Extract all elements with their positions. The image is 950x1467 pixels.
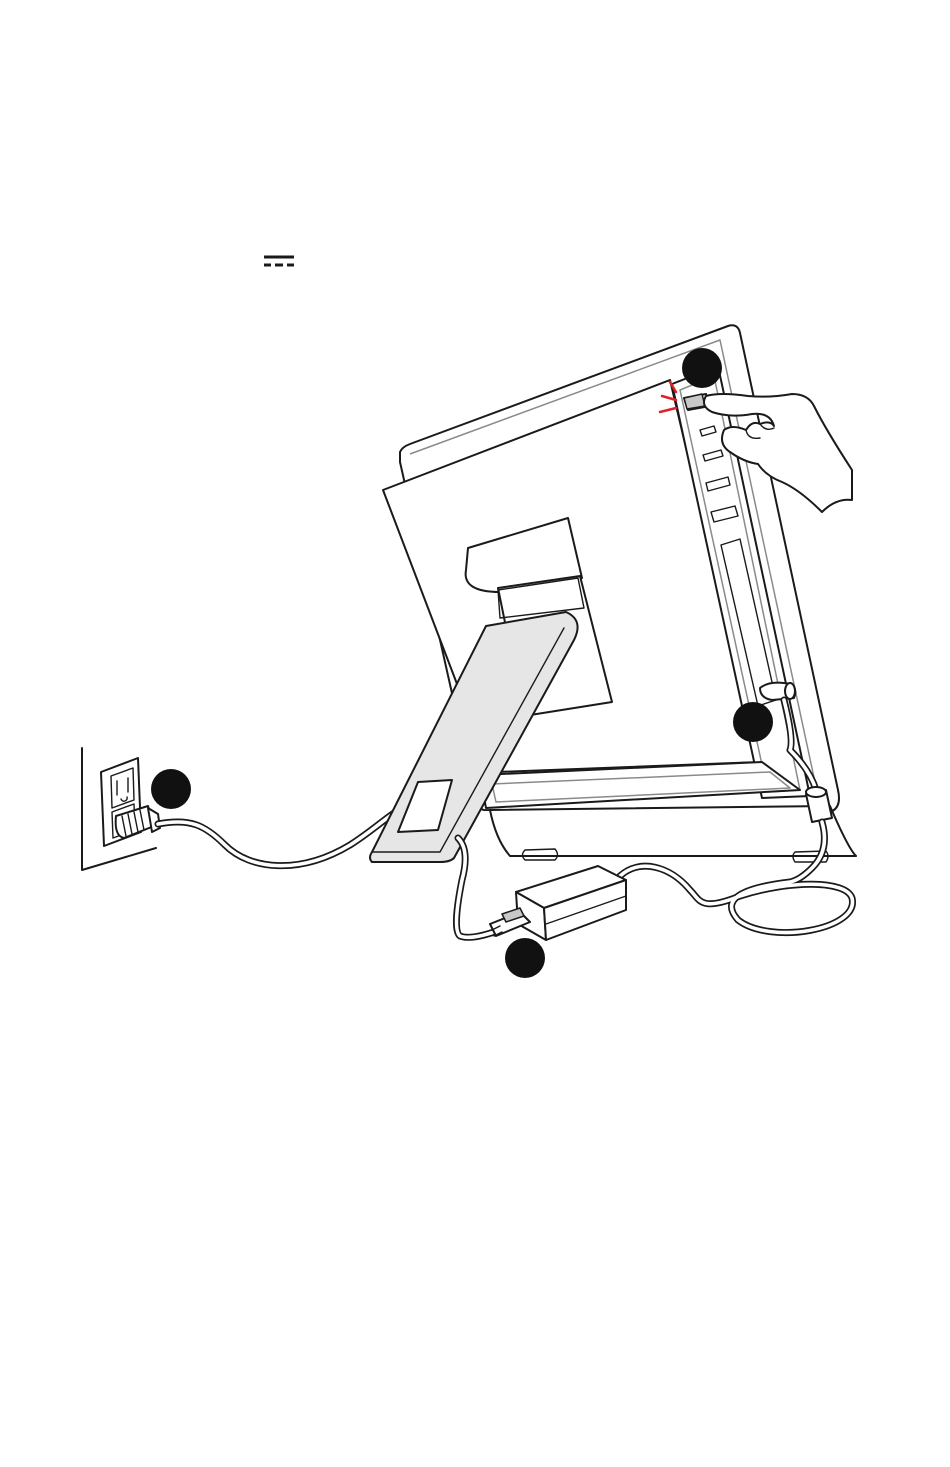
callout-power-button (682, 348, 722, 388)
power-adapter (516, 866, 626, 940)
direct-current-icon (264, 257, 294, 265)
callout-dc-jack (733, 702, 773, 742)
callout-adapter-connector (505, 938, 545, 978)
callout-wall-outlet (151, 769, 191, 809)
